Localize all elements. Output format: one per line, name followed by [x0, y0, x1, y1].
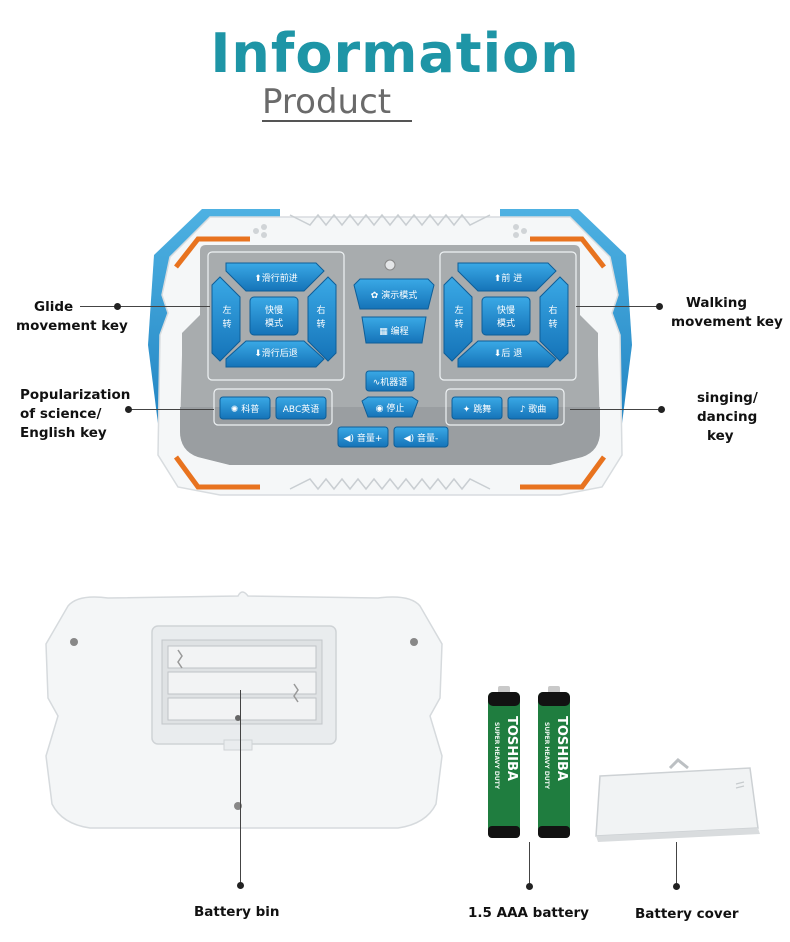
svg-text:◉ 停止: ◉ 停止	[376, 402, 405, 414]
battery-cover-leader-dot	[673, 883, 680, 890]
svg-text:SUPER HEAVY DUTY: SUPER HEAVY DUTY	[543, 722, 550, 790]
top-zigzag	[289, 213, 491, 227]
volume-down-key[interactable]: ◀) 音量-	[393, 426, 449, 448]
svg-text:TOSHIBA: TOSHIBA	[554, 716, 569, 781]
popsci-callout-line1: Popularization	[20, 387, 131, 403]
glide-callout-line2: movement key	[16, 318, 128, 334]
popsci-callout-line2: of science/	[20, 406, 102, 422]
glide-leader-line	[80, 306, 210, 307]
popsci-leader-dot	[125, 406, 132, 413]
dance-group-frame	[445, 388, 565, 426]
orange-trim-br	[520, 455, 607, 490]
indicator-light	[384, 259, 396, 271]
svg-text:⬇后 退: ⬇后 退	[494, 348, 522, 359]
glide-right-label-b: 转	[316, 318, 325, 330]
volume-up-key[interactable]: ◀) 音量+	[337, 426, 389, 448]
walk-left-label-a: 左	[454, 304, 463, 316]
sing-leader-line	[570, 409, 664, 410]
svg-text:⬆滑行前进: ⬆滑行前进	[254, 272, 298, 284]
popsci-callout-line3: English key	[20, 425, 107, 441]
glide-right-label-a: 右	[316, 304, 325, 316]
walking-leader-dot	[656, 303, 663, 310]
walking-callout-line1: Walking	[686, 295, 748, 311]
glide-center-label-a: 快慢	[265, 304, 283, 316]
svg-text:SUPER HEAVY DUTY: SUPER HEAVY DUTY	[493, 722, 500, 790]
svg-text:✦ 跳舞: ✦ 跳舞	[463, 403, 491, 415]
glide-dpad[interactable]: ⬆滑行前进 左 转 右 转 快慢 模式 ⬇滑行后退	[211, 262, 337, 368]
sing-callout-line2: dancing	[697, 409, 758, 425]
svg-text:◀) 音量-: ◀) 音量-	[404, 432, 439, 444]
science-key[interactable]: ✺ 科普	[219, 396, 271, 420]
walk-center-label-a: 快慢	[497, 304, 515, 316]
battery-2: TOSHIBA SUPER HEAVY DUTY	[538, 686, 570, 838]
glide-left-label-a: 左	[222, 304, 231, 316]
bottom-zigzag	[289, 477, 491, 491]
science-group-frame	[213, 388, 333, 426]
english-key[interactable]: ABC英语	[275, 396, 327, 420]
program-key[interactable]: ▦ 编程	[361, 316, 427, 344]
orange-trim-bl	[173, 455, 260, 490]
walking-leader-line	[576, 306, 662, 307]
glide-left-label-b: 转	[222, 318, 231, 330]
svg-text:◀) 音量+: ◀) 音量+	[344, 432, 383, 444]
glide-backward-label: 滑行后退	[262, 347, 298, 359]
walk-left-label-b: 转	[454, 318, 463, 330]
remote-control-illustration: ⬆滑行前进 左 转 右 转 快慢 模式 ⬇滑行后退 ⬆前 进 左 转 右 转 快…	[148, 209, 632, 496]
sing-callout-line1: singing/	[697, 390, 758, 406]
battery-cover-illustration	[595, 758, 760, 842]
svg-text:∿机器语: ∿机器语	[373, 376, 408, 388]
dance-key[interactable]: ✦ 跳舞	[451, 396, 503, 420]
popsci-leader-line	[128, 409, 214, 410]
battery-cover-leader-line	[676, 842, 677, 886]
svg-text:✿ 演示模式: ✿ 演示模式	[371, 289, 417, 301]
robot-talk-key[interactable]: ∿机器语	[365, 370, 415, 392]
sing-leader-dot	[658, 406, 665, 413]
orange-trim-tr	[530, 236, 606, 269]
song-key[interactable]: ♪ 歌曲	[507, 396, 559, 420]
walk-right-label-b: 转	[548, 318, 557, 330]
sing-callout-line3: key	[707, 428, 734, 444]
svg-text:ABC英语: ABC英语	[283, 403, 319, 415]
walk-backward-label: 后 退	[501, 348, 522, 359]
stop-key[interactable]: ◉ 停止	[361, 396, 419, 418]
svg-text:⬇滑行后退: ⬇滑行后退	[254, 347, 298, 359]
svg-text:⬆前 进: ⬆前 进	[494, 272, 522, 284]
page-subtitle: Product	[262, 82, 392, 122]
demo-mode-key[interactable]: ✿ 演示模式	[353, 278, 435, 310]
walk-right-label-a: 右	[548, 304, 557, 316]
glide-center-label-b: 模式	[265, 317, 283, 329]
battery-leader-dot	[526, 883, 533, 890]
glide-group-frame	[207, 251, 345, 381]
glide-forward-label: 滑行前进	[262, 272, 298, 284]
svg-text:▦ 编程: ▦ 编程	[379, 325, 408, 337]
remote-back-illustration	[45, 591, 443, 829]
walking-callout-line2: movement key	[671, 314, 783, 330]
glide-leader-dot	[114, 303, 121, 310]
caption-battery-cover: Battery cover	[635, 906, 739, 922]
walk-dpad[interactable]: ⬆前 进 左 转 右 转 快慢 模式 ⬇后 退	[443, 262, 569, 368]
glide-callout-line1: Glide	[34, 299, 74, 315]
subtitle-underline	[262, 120, 412, 122]
orange-trim-tl	[174, 236, 250, 269]
svg-text:♪ 歌曲: ♪ 歌曲	[520, 403, 547, 415]
walk-forward-label: 前 进	[501, 272, 522, 284]
aaa-batteries-illustration: TOSHIBA SUPER HEAVY DUTY TOSHIBA SUPER H…	[488, 686, 570, 838]
page-title: Information	[210, 22, 580, 85]
battery-1: TOSHIBA SUPER HEAVY DUTY	[488, 686, 520, 838]
svg-text:✺ 科普: ✺ 科普	[231, 403, 259, 415]
caption-battery-bin: Battery bin	[194, 904, 280, 920]
svg-text:TOSHIBA: TOSHIBA	[504, 716, 519, 781]
battery-bin-leader-line	[240, 690, 241, 885]
caption-battery: 1.5 AAA battery	[468, 905, 589, 921]
battery-leader-line	[529, 842, 530, 886]
walk-group-frame	[439, 251, 577, 381]
walk-center-label-b: 模式	[497, 317, 515, 329]
battery-bin-leader-dot	[237, 882, 244, 889]
